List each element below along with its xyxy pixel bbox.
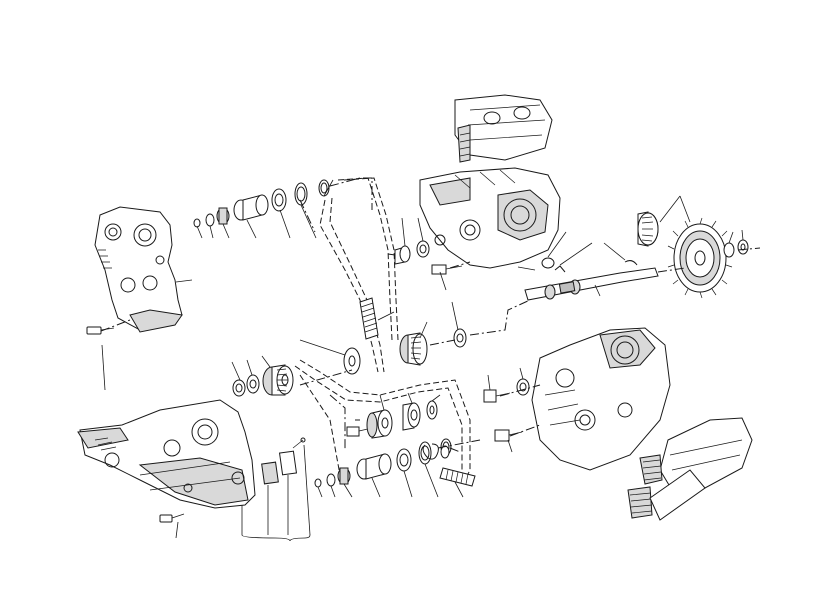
upper-bearing-stack [193, 179, 330, 228]
center-toothed-pulley [399, 332, 428, 366]
tensioner-bracket [261, 437, 306, 485]
crank-leaders [231, 355, 271, 381]
rear-camshaft-cover [627, 417, 753, 521]
tensioner-roller-set [346, 400, 438, 439]
rear-cylinder-head [531, 327, 671, 471]
cam-seals [541, 257, 638, 273]
rear-timing-cover [77, 399, 256, 509]
camshaft-sprocket [667, 217, 733, 299]
cover-bolt [86, 326, 115, 335]
crank-washer-set [232, 374, 260, 397]
bracket-leaders [241, 444, 311, 542]
center-spacer [453, 328, 467, 348]
small-sprocket-upper [637, 211, 659, 247]
tensioner-leaders [379, 392, 441, 411]
upper-stack-leaders [196, 179, 334, 239]
head-stud-lower [483, 378, 530, 442]
timing-belt-lower [294, 359, 471, 481]
head-seal-upper [394, 240, 430, 265]
toothed-belt-segment [359, 297, 379, 340]
head-stud-upper [431, 264, 463, 275]
crankshaft-pulley [262, 364, 294, 396]
assembly-axes [299, 177, 531, 453]
front-timing-cover [94, 206, 183, 333]
sprocket-washers [723, 239, 749, 258]
belt-guide-flange [343, 347, 361, 375]
lower-bearing-stack [314, 438, 452, 488]
timing-belt-upper [319, 177, 399, 373]
camshaft-front [524, 267, 659, 301]
leader-line [175, 279, 193, 283]
rear-cover-bolt [159, 513, 185, 523]
front-camshaft-cover [454, 94, 553, 163]
tensioner-spring [422, 443, 450, 460]
toothed-belt-segment-lower [439, 467, 476, 487]
front-cylinder-head [419, 167, 561, 269]
lower-stack-leaders [317, 463, 439, 498]
